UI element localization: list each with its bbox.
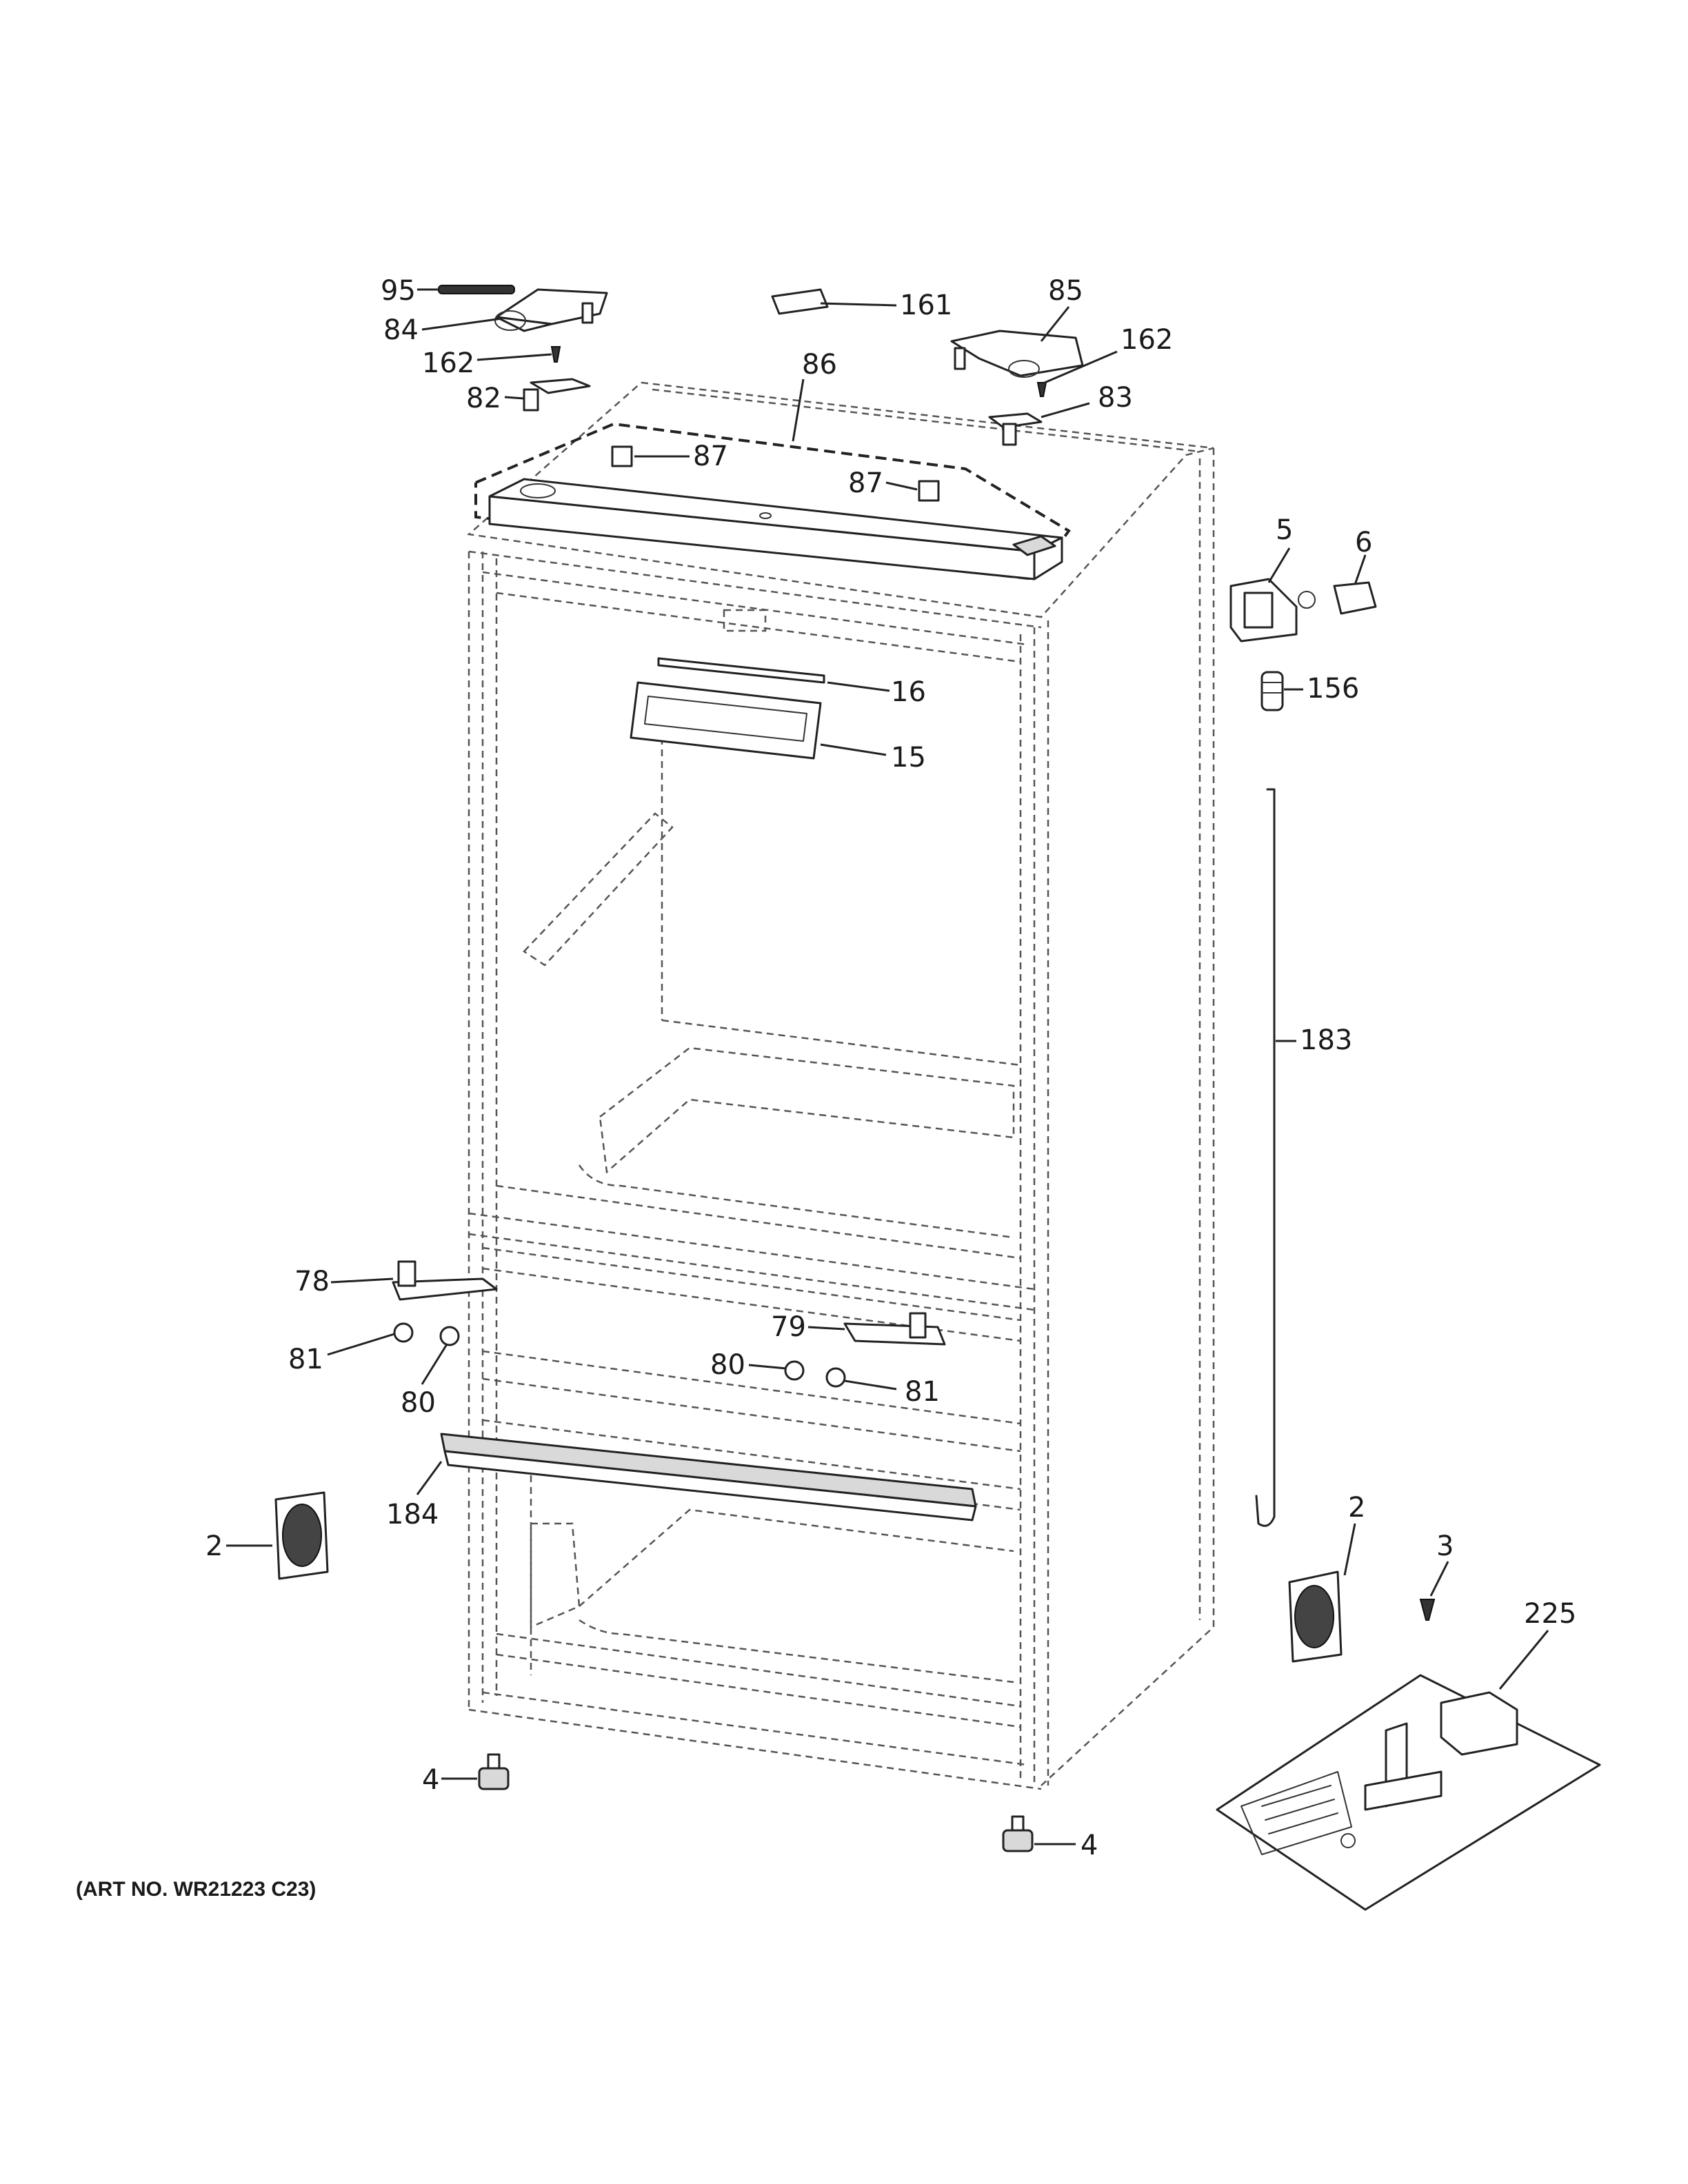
- part-80-screw-right: [784, 1360, 805, 1381]
- part-184-rail: [440, 1433, 977, 1521]
- part-4-leg-right: [1002, 1815, 1034, 1852]
- top-cover-group: [474, 422, 1071, 581]
- art-number: (ART NO. WR21223 C23): [76, 1878, 316, 1901]
- label-87: 87: [848, 467, 883, 499]
- label-81: 81: [905, 1376, 940, 1408]
- part-156-valve: [1260, 671, 1284, 711]
- part-162-screw-right: [1036, 382, 1047, 397]
- label-84: 84: [383, 314, 419, 346]
- part-80-screw-left: [439, 1326, 460, 1346]
- part-6-bracket: [1333, 581, 1377, 615]
- cabinet-outline: [467, 381, 1215, 1790]
- part-2-grille-right: [1288, 1570, 1343, 1663]
- label-81: 81: [288, 1344, 323, 1375]
- label-79: 79: [771, 1311, 806, 1343]
- part-78-hinge-left: [392, 1260, 498, 1301]
- label-161: 161: [900, 290, 952, 321]
- callout-labels: 95 84 162 82 161 86 87 87 85 162 83 5 6 …: [205, 275, 1576, 1861]
- label-83: 83: [1098, 382, 1133, 414]
- label-2: 2: [1348, 1492, 1365, 1524]
- part-87-clip-left: [611, 445, 633, 467]
- label-86: 86: [802, 349, 837, 381]
- part-2-grille-left: [274, 1491, 329, 1580]
- part-85-hinge-right: [950, 330, 1084, 378]
- label-3: 3: [1436, 1530, 1454, 1562]
- label-5: 5: [1276, 514, 1293, 546]
- label-80: 80: [401, 1387, 436, 1419]
- part-81-screw-right: [825, 1367, 846, 1388]
- part-161-cover: [771, 288, 829, 315]
- part-15-lens: [630, 681, 822, 760]
- label-4: 4: [422, 1764, 439, 1796]
- label-87: 87: [693, 441, 728, 472]
- label-78: 78: [294, 1266, 330, 1297]
- part-5-door-stop: [1229, 578, 1316, 643]
- label-6: 6: [1355, 527, 1372, 558]
- part-183-tube: [1255, 788, 1276, 1527]
- label-156: 156: [1307, 673, 1359, 705]
- part-162-screw-left: [550, 346, 561, 363]
- part-87-clip-right: [918, 480, 940, 502]
- label-80: 80: [710, 1349, 745, 1381]
- label-2: 2: [205, 1530, 223, 1562]
- part-82-bracket-left: [523, 378, 591, 412]
- label-15: 15: [891, 742, 926, 774]
- part-81-screw-left: [393, 1322, 414, 1343]
- label-95: 95: [381, 275, 416, 307]
- label-184: 184: [386, 1499, 439, 1530]
- label-82: 82: [466, 383, 501, 414]
- part-4-leg-left: [478, 1753, 510, 1790]
- part-16-strip: [657, 657, 825, 684]
- part-225-kit: [1216, 1674, 1601, 1911]
- label-183: 183: [1300, 1024, 1352, 1056]
- label-4: 4: [1081, 1830, 1098, 1861]
- part-95-spring: [438, 285, 515, 294]
- label-225: 225: [1524, 1598, 1576, 1630]
- label-162: 162: [1121, 324, 1173, 356]
- part-3-screw: [1419, 1599, 1436, 1621]
- label-16: 16: [891, 676, 926, 708]
- label-162: 162: [422, 347, 474, 379]
- part-84-hinge-left: [494, 288, 608, 332]
- leader-lines: [226, 288, 1549, 1846]
- label-85: 85: [1048, 275, 1083, 307]
- part-79-hinge-right: [843, 1312, 946, 1346]
- part-83-bracket-right: [988, 412, 1043, 446]
